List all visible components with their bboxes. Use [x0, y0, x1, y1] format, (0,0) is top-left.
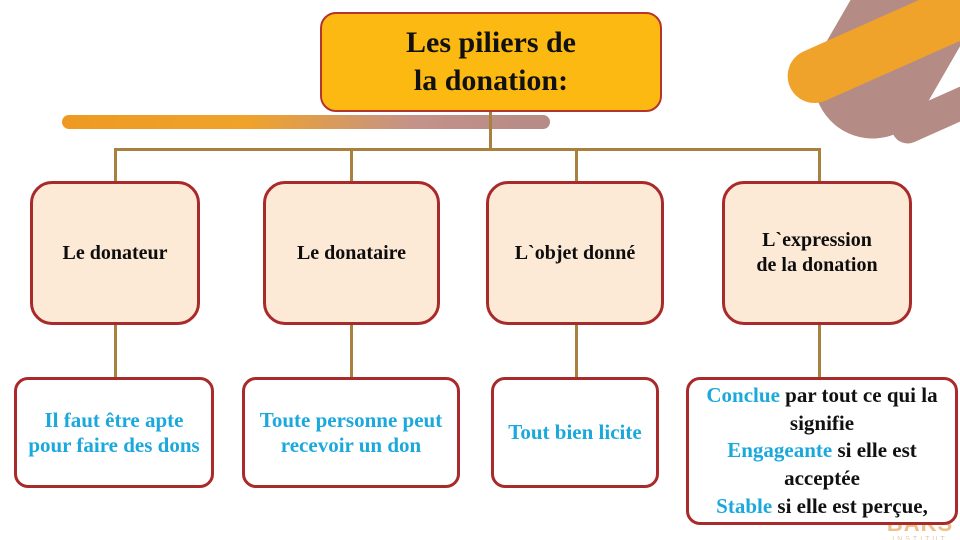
detail-box-donateur[interactable]: Il faut être apte pour faire des dons: [14, 377, 214, 488]
connector-link-objet-detail: [575, 322, 578, 380]
pillar-label-objet: L`objet donné: [514, 241, 636, 264]
connector-drop-objet: [575, 148, 578, 184]
slide-title-text: Les piliers de la donation:: [406, 24, 576, 101]
pillar-label-donateur: Le donateur: [62, 241, 168, 264]
detail-box-donataire[interactable]: Toute personne peut recevoir un don: [242, 377, 460, 488]
pillar-label-expression-line2: de la donation: [756, 254, 878, 276]
title-underline-bar: [62, 115, 550, 129]
slide-title-line2: la donation:: [413, 64, 569, 97]
pillar-box-expression[interactable]: L`expression de la donation: [722, 181, 912, 325]
pillar-box-donataire[interactable]: Le donataire: [263, 181, 440, 325]
detail-expression-keyword: Conclue: [706, 383, 780, 407]
pillar-label-donataire: Le donataire: [296, 241, 407, 264]
detail-expression-rest: si elle est perçue,: [772, 493, 928, 518]
detail-text-donateur: Il faut être apte pour faire des dons: [28, 407, 200, 457]
detail-expression-line: Stable si elle est perçue,: [693, 493, 951, 521]
detail-expression-line: Conclue par tout ce qui la signifie: [693, 382, 951, 437]
detail-expression-rest: par tout ce qui la signifie: [779, 383, 938, 435]
connector-title-stem: [489, 112, 492, 150]
pillar-box-donateur[interactable]: Le donateur: [30, 181, 200, 325]
connector-drop-expression: [818, 148, 821, 184]
pillar-label-expression-line1: L`expression: [762, 229, 872, 251]
connector-link-expression-detail: [818, 322, 821, 380]
detail-expression-keyword: Engageante: [727, 438, 833, 463]
detail-expression-rest: si elle est acceptée: [784, 438, 917, 491]
pillar-label-expression: L`expression de la donation: [748, 228, 885, 278]
slide-title-line1: Les piliers de: [406, 25, 576, 59]
slide-title-box: Les piliers de la donation:: [320, 12, 662, 112]
detail-expression-line: Engageante si elle est acceptée: [693, 437, 951, 492]
detail-text-donataire: Toute personne peut recevoir un don: [259, 407, 443, 457]
connector-horizontal-bus: [114, 148, 818, 151]
pillar-box-objet[interactable]: L`objet donné: [486, 181, 664, 325]
watermark-sub-text: INSTITUT: [892, 536, 948, 540]
connector-link-donateur-detail: [114, 322, 117, 380]
connector-drop-donateur: [114, 148, 117, 184]
connector-drop-donataire: [350, 148, 353, 184]
detail-expression-keyword: Stable: [716, 493, 773, 518]
detail-text-objet: Tout bien licite: [508, 420, 642, 445]
detail-box-objet[interactable]: Tout bien licite: [491, 377, 659, 488]
connector-link-donataire-detail: [350, 322, 353, 380]
